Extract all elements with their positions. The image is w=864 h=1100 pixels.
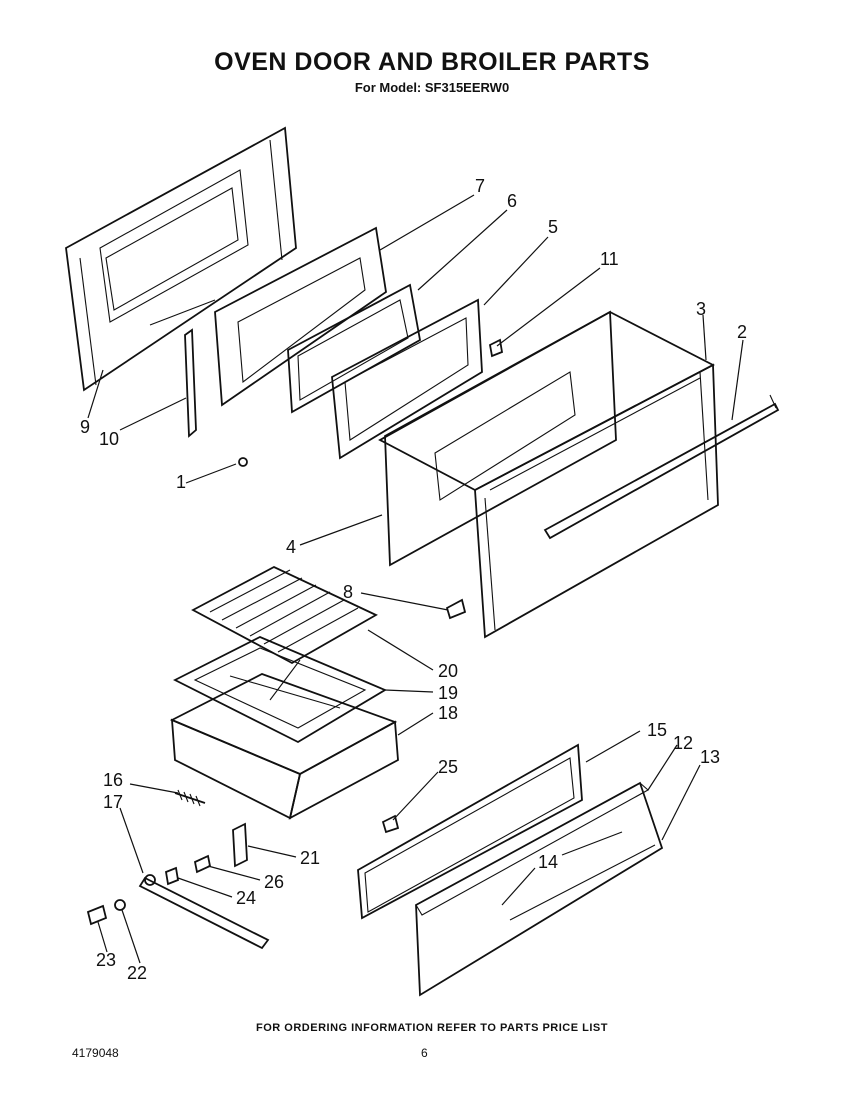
callout-2: 2	[737, 322, 747, 342]
callout-13: 13	[700, 747, 720, 767]
outer-door-frame	[378, 310, 719, 639]
page-title: OVEN DOOR AND BROILER PARTS	[214, 48, 650, 76]
door-inner-panel	[65, 126, 297, 392]
slide-rail	[138, 874, 270, 950]
callout-9: 9	[80, 417, 90, 437]
callout-24: 24	[236, 888, 256, 908]
callout-26: 26	[264, 872, 284, 892]
screw-1	[238, 457, 248, 467]
broiler-pan	[169, 673, 399, 820]
outer-glass	[384, 310, 617, 567]
glass-retainer	[331, 298, 483, 460]
drawer-bracket-25	[381, 814, 400, 834]
drawer-liner	[357, 743, 583, 920]
callout-16: 16	[103, 770, 123, 790]
callout-6: 6	[507, 191, 517, 211]
model-subtitle: For Model: SF315EERW0	[354, 80, 510, 95]
callout-10: 10	[99, 429, 119, 449]
callout-5: 5	[548, 217, 558, 237]
callout-23: 23	[96, 950, 116, 970]
callout-18: 18	[438, 703, 458, 723]
document-part-number: 4179048	[72, 1046, 119, 1060]
callout-12: 12	[673, 733, 693, 753]
bracket-11	[488, 338, 504, 358]
callout-19: 19	[438, 683, 458, 703]
callout-15: 15	[647, 720, 667, 740]
callout-4: 4	[286, 537, 296, 557]
callout-3: 3	[696, 299, 706, 319]
washer-22	[114, 899, 126, 911]
door-hinge-channel	[184, 328, 197, 438]
door-gasket	[214, 226, 387, 407]
broiler-pan-insert	[173, 636, 387, 744]
callout-25: 25	[438, 757, 458, 777]
callout-14: 14	[538, 852, 558, 872]
page-number: 6	[421, 1046, 428, 1060]
callout-21: 21	[300, 848, 320, 868]
ordering-info-note: FOR ORDERING INFORMATION REFER TO PARTS …	[256, 1022, 608, 1034]
hinge-bracket	[232, 822, 248, 868]
bolt-26	[193, 854, 212, 874]
screw-23	[86, 904, 108, 926]
callout-1: 1	[176, 472, 186, 492]
broiler-grid	[191, 565, 378, 665]
washer-24	[164, 866, 180, 886]
leader-lines	[87, 194, 744, 964]
callout-20: 20	[438, 661, 458, 681]
inner-glass-frame	[287, 283, 422, 414]
callout-22: 22	[127, 963, 147, 983]
callout-17: 17	[103, 792, 123, 812]
callout-8: 8	[343, 582, 353, 602]
callout-7: 7	[475, 176, 485, 196]
drawer-front-panel	[415, 781, 664, 997]
door-handle	[543, 394, 780, 540]
spring	[174, 789, 206, 807]
door-clip	[445, 598, 467, 620]
callout-11: 11	[600, 249, 619, 269]
